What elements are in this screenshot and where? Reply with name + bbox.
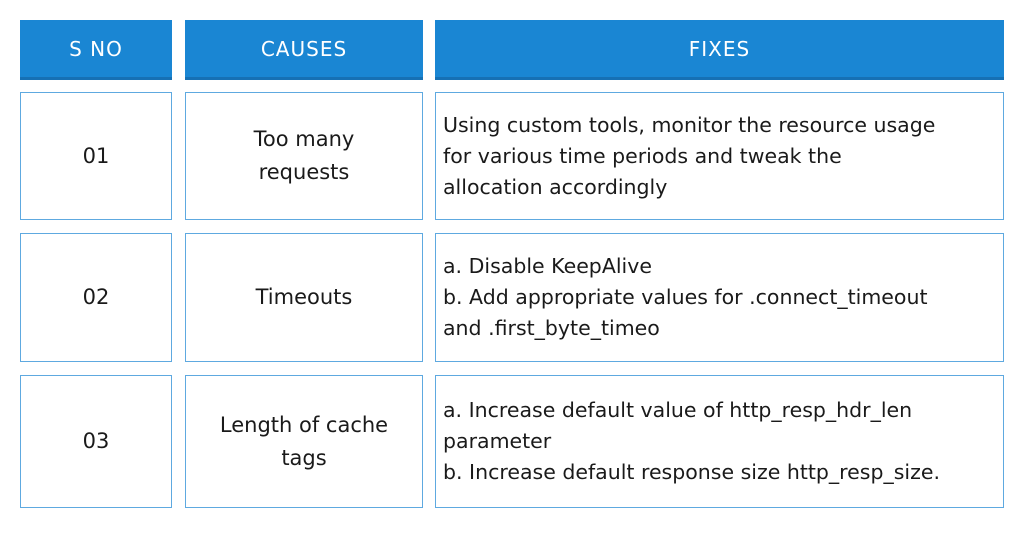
- row-2-sno: 02: [20, 233, 172, 362]
- row-2-fix: a. Disable KeepAlive b. Add appropriate …: [435, 233, 1004, 362]
- row-1-sno: 01: [20, 92, 172, 220]
- header-sno: S NO: [20, 20, 172, 80]
- row-1-cause-line-1: Too many: [253, 127, 355, 152]
- row-3-fix-line-3: b. Increase default response size http_r…: [443, 460, 940, 484]
- row-3-fix-line-2: parameter: [443, 429, 552, 453]
- row-2-fix-line-3: and .first_byte_timeo: [443, 316, 660, 340]
- row-3-fix: a. Increase default value of http_resp_h…: [435, 375, 1004, 508]
- row-2-cause: Timeouts: [185, 233, 423, 362]
- row-3-cause-line-2: tags: [281, 445, 327, 470]
- header-causes: CAUSES: [185, 20, 423, 80]
- row-2-cause-line-1: Timeouts: [255, 285, 353, 310]
- row-3-cause-line-1: Length of cache: [219, 412, 389, 437]
- row-1-fix-line-1: Using custom tools, monitor the resource…: [443, 112, 936, 137]
- row-3-fix-line-1: a. Increase default value of http_resp_h…: [443, 398, 913, 422]
- row-1-cause: Too many requests: [185, 92, 423, 220]
- row-1-fix-line-3: allocation accordingly: [443, 174, 668, 199]
- row-3-cause: Length of cache tags: [185, 375, 423, 508]
- row-3-sno: 03: [20, 375, 172, 508]
- row-1-fix-line-2: for various time periods and tweak the: [443, 143, 842, 168]
- row-2-fix-line-1: a. Disable KeepAlive: [443, 254, 652, 278]
- row-2-fix-line-2: b. Add appropriate values for .connect_t…: [443, 285, 928, 309]
- row-1-fix: Using custom tools, monitor the resource…: [435, 92, 1004, 220]
- row-1-cause-line-2: requests: [258, 160, 350, 184]
- header-fixes: FIXES: [435, 20, 1004, 80]
